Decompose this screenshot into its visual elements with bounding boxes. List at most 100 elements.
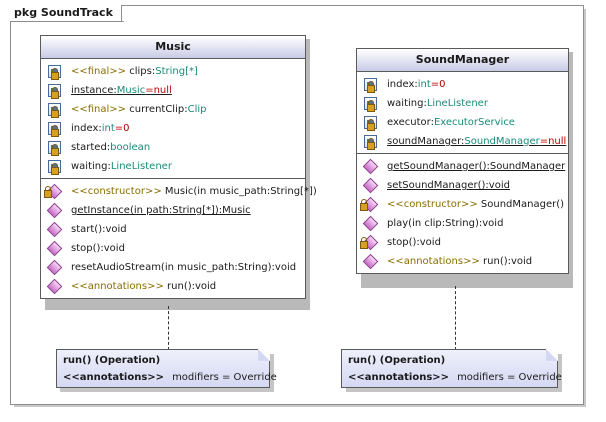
private-field-icon	[48, 103, 61, 118]
lock-icon	[44, 186, 52, 198]
attribute-text: <<final>> currentClip:Clip	[71, 104, 206, 115]
attribute-separator: :	[184, 104, 188, 115]
operation-row[interactable]: getSoundManager():SoundManager	[357, 157, 568, 176]
operation-row[interactable]: <<constructor>> Music(in music_path:Stri…	[41, 182, 317, 201]
music-attributes: <<final>> clips:String[*]instance:Music=…	[41, 59, 305, 179]
stereotype-label: <<constructor>>	[387, 199, 481, 210]
operation-signature: run():void	[167, 281, 217, 292]
note-key: <<annotations>>	[63, 372, 165, 383]
attribute-text: executor:ExecutorService	[387, 117, 515, 128]
attribute-text: waiting:LineListener	[71, 161, 172, 172]
attribute-type: boolean	[110, 142, 151, 153]
stereotype-label: <<constructor>>	[71, 186, 165, 197]
attribute-row[interactable]: <<final>> currentClip:Clip	[41, 100, 305, 119]
note-soundmanager-run[interactable]: run() (Operation) <<annotations>>modifie…	[341, 349, 562, 388]
operation-row[interactable]: stop():void	[357, 233, 568, 252]
lock-icon	[367, 119, 375, 131]
operation-row[interactable]: setSoundManager():void	[357, 176, 568, 195]
operation-text: stop():void	[387, 237, 441, 248]
operation-icon	[46, 278, 63, 295]
attribute-default: =0	[114, 123, 130, 134]
attribute-text: started:boolean	[71, 142, 150, 153]
attribute-row[interactable]: executor:ExecutorService	[357, 113, 568, 132]
note-value: modifiers = Override	[172, 372, 277, 383]
operation-text: <<constructor>> SoundManager()	[387, 199, 564, 210]
lock-icon	[360, 237, 368, 249]
operation-text: <<constructor>> Music(in music_path:Stri…	[71, 186, 317, 197]
attribute-separator: :	[98, 123, 102, 134]
attribute-name: instance	[71, 85, 114, 96]
attribute-type: int	[101, 123, 115, 134]
attribute-name: waiting	[71, 161, 108, 172]
lock-icon	[51, 144, 59, 156]
package-label: pkg SoundTrack	[10, 5, 122, 22]
attribute-row[interactable]: waiting:LineListener	[357, 94, 568, 113]
operation-signature: run():void	[483, 256, 533, 267]
stereotype-label: <<annotations>>	[387, 256, 484, 267]
operation-icon	[362, 158, 379, 175]
operation-text: <<annotations>> run():void	[387, 256, 532, 267]
attribute-text: instance:Music=null	[71, 85, 172, 96]
attribute-separator: :	[423, 98, 427, 109]
note-fold-icon	[546, 349, 558, 361]
attribute-name: started	[71, 142, 107, 153]
stereotype-label: <<final>>	[71, 104, 130, 115]
operation-text: play(in clip:String):void	[387, 218, 504, 229]
music-operations: <<constructor>> Music(in music_path:Stri…	[41, 179, 317, 298]
lock-icon	[367, 81, 375, 93]
attribute-type: LineListener	[110, 161, 172, 172]
operation-row[interactable]: <<annotations>> run():void	[41, 277, 305, 296]
operation-icon	[46, 202, 63, 219]
attribute-row[interactable]: <<final>> clips:String[*]	[41, 62, 305, 81]
attribute-row[interactable]: instance:Music=null	[41, 81, 305, 100]
note-music-run[interactable]: run() (Operation) <<annotations>>modifie…	[56, 349, 277, 388]
attribute-type: LineListener	[426, 98, 488, 109]
attribute-separator: :	[106, 142, 111, 153]
attribute-separator: :	[430, 117, 434, 128]
attribute-name: executor	[387, 117, 431, 128]
note-anchor-music	[168, 306, 169, 350]
attribute-type: SoundManager	[464, 136, 540, 147]
operation-row[interactable]: <<constructor>> SoundManager()	[357, 195, 568, 214]
note-anchor-soundmanager	[455, 286, 456, 350]
attribute-default: =0	[430, 79, 446, 90]
operation-row[interactable]: stop():void	[41, 239, 305, 258]
music-class-name: Music	[41, 36, 305, 59]
attribute-text: index:int=0	[71, 123, 130, 134]
operation-row[interactable]: <<annotations>> run():void	[357, 252, 568, 271]
stereotype-label: <<final>>	[71, 66, 130, 77]
attribute-name: clips	[129, 66, 152, 77]
attribute-type: int	[417, 79, 431, 90]
operation-icon	[362, 215, 379, 232]
attribute-row[interactable]: waiting:LineListener	[41, 157, 305, 176]
operation-row[interactable]: start():void	[41, 220, 305, 239]
lock-icon	[51, 87, 59, 99]
attribute-name: soundManager	[387, 136, 462, 147]
attribute-separator: :	[113, 85, 117, 96]
music-class[interactable]: Music <<final>> clips:String[*]instance:…	[40, 35, 317, 299]
attribute-type: ExecutorService	[433, 117, 515, 128]
attribute-row[interactable]: soundManager:SoundManager=null	[357, 132, 568, 151]
operation-text: resetAudioStream(in music_path:String):v…	[71, 262, 297, 273]
operation-row[interactable]: resetAudioStream(in music_path:String):v…	[41, 258, 305, 277]
attribute-text: soundManager:SoundManager=null	[387, 136, 566, 147]
operation-icon	[46, 259, 63, 276]
attribute-type: String[*]	[155, 66, 198, 77]
attribute-row[interactable]: started:boolean	[41, 138, 305, 157]
operation-signature: Music(in music_path:String[*])	[164, 186, 317, 197]
lock-icon	[360, 199, 368, 211]
stereotype-label: <<annotations>>	[71, 281, 168, 292]
operation-text: <<annotations>> run():void	[71, 281, 216, 292]
operation-row[interactable]: getInstance(in path:String[*]):Music	[41, 201, 305, 220]
attribute-separator: :	[151, 66, 156, 77]
attribute-row[interactable]: index:int=0	[357, 75, 568, 94]
operation-row[interactable]: play(in clip:String):void	[357, 214, 568, 233]
operation-icon	[46, 240, 63, 257]
note-key: <<annotations>>	[348, 372, 450, 383]
private-field-icon	[48, 65, 61, 80]
attribute-text: <<final>> clips:String[*]	[71, 66, 198, 77]
operation-text: stop():void	[71, 243, 125, 254]
attribute-row[interactable]: index:int=0	[41, 119, 305, 138]
private-field-icon	[364, 116, 377, 131]
